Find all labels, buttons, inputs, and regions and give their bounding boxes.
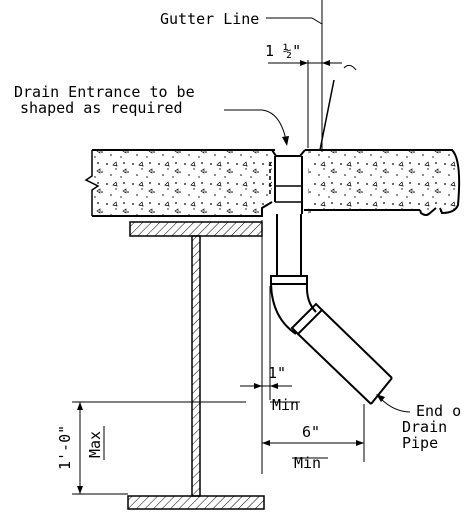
drain-entrance-leader <box>224 109 287 141</box>
max-label: Max <box>86 431 104 458</box>
min-1in-label: Min <box>272 396 299 414</box>
end-of-drain-note-line-2: Drain <box>402 418 447 436</box>
min-1in-dimension <box>240 220 292 474</box>
min-1in-value: 1" <box>268 364 286 382</box>
girder-top-flange <box>129 221 263 237</box>
max-dimension <box>72 401 246 495</box>
min-6in-dimension <box>262 404 365 462</box>
drain-entrance <box>269 149 306 214</box>
girder-web <box>191 235 201 497</box>
max-value: 1'-0" <box>56 425 74 470</box>
concrete-deck <box>84 149 461 217</box>
gutter-line-leader <box>266 0 357 152</box>
gutter-dimension <box>268 60 342 66</box>
drain-entrance-note-line-1: Drain Entrance to be <box>14 83 195 101</box>
end-of-drain-note-line-1: End o <box>416 402 461 420</box>
gutter-line-label: Gutter Line <box>160 10 259 28</box>
end-of-drain-leader <box>379 397 411 413</box>
girder-bottom-flange <box>127 495 265 510</box>
end-of-drain-note-line-3: Pipe <box>402 434 438 452</box>
drain-pipe <box>270 214 393 405</box>
min-6in-value: 6" <box>302 423 320 441</box>
gutter-dimension-label: 1 ½" <box>265 42 301 60</box>
min-6in-label: Min <box>294 454 321 472</box>
drain-entrance-note-line-2: shaped as required <box>20 99 183 117</box>
